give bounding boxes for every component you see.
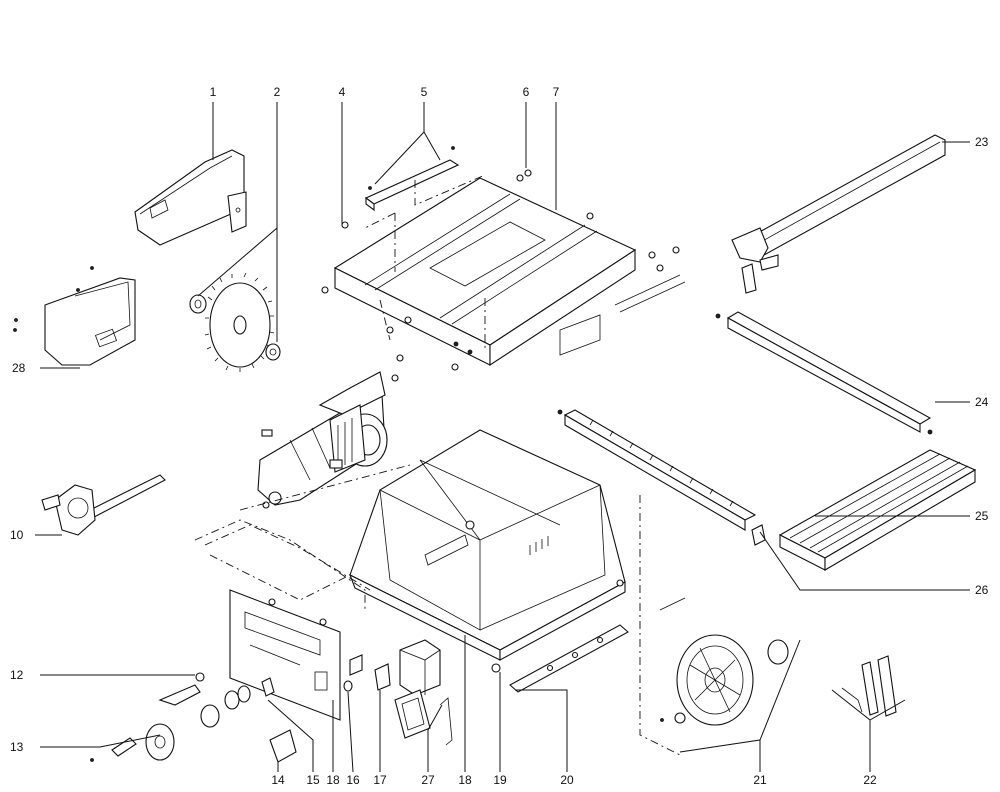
front-plate-part [229,589,341,721]
table-fasteners [321,169,686,382]
callout-20: 20 [560,773,574,787]
callout-22: 22 [863,773,877,787]
callout-2: 2 [274,85,281,99]
rip-fence-part [731,134,946,294]
throat-plate-part [364,146,460,212]
switch-parts [343,639,453,746]
fence-rail-part [715,311,933,435]
callout-labels: 1 2 4 5 6 7 23 24 25 26 28 10 12 13 14 1… [10,85,989,787]
handwheel-part [90,672,297,763]
cabinet-base-part [348,429,626,673]
side-cover-part [13,266,136,366]
callout-23: 23 [975,135,989,149]
callout-14: 14 [271,773,285,787]
callout-1: 1 [210,85,217,99]
callout-21: 21 [753,773,767,787]
table-top-part [333,177,637,367]
callout-17: 17 [373,773,387,787]
callout-28: 28 [12,361,26,375]
callout-4: 4 [339,85,346,99]
front-rail-part [557,409,766,546]
saw-blade-part [189,272,281,372]
callout-10: 10 [10,528,24,542]
callout-15: 15 [306,773,320,787]
callout-6: 6 [523,85,530,99]
assembly-dash-lines [194,174,681,756]
callout-26: 26 [975,583,989,597]
callout-5: 5 [421,85,428,99]
callout-25: 25 [975,509,989,523]
callout-24: 24 [975,395,989,409]
rear-cover-part [660,634,789,726]
callout-19: 19 [493,773,507,787]
callout-18-right: 18 [458,773,472,787]
callout-7: 7 [553,85,560,99]
callout-12: 12 [10,668,24,682]
motor-trunnion-assembly [257,371,388,509]
miter-gauge-part [41,474,166,536]
blade-guard-part [134,149,247,246]
callout-18-left: 18 [326,773,340,787]
callout-27: 27 [421,773,435,787]
extension-table-part [778,449,977,571]
wrench-part [841,655,897,717]
callout-16: 16 [346,773,360,787]
callout-13: 13 [10,740,24,754]
leader-lines [35,102,970,773]
